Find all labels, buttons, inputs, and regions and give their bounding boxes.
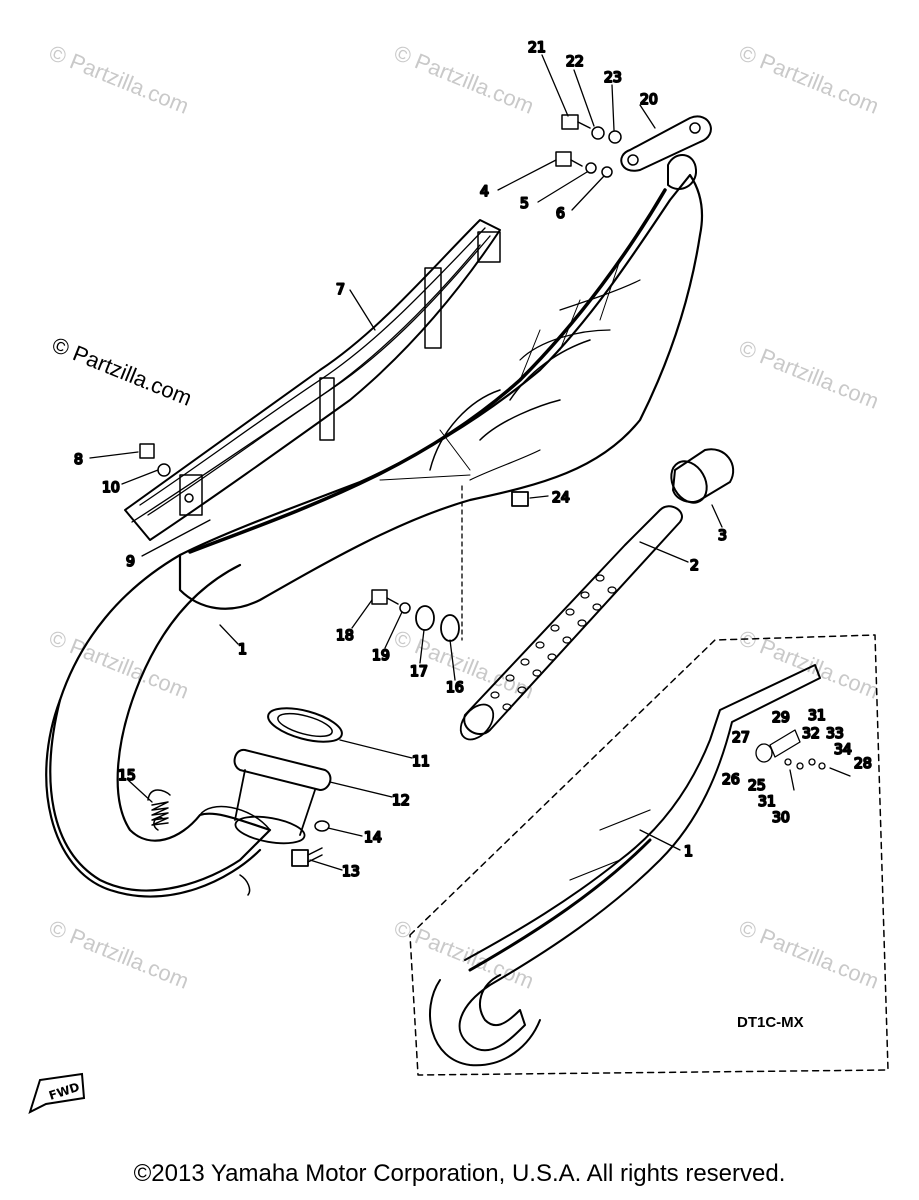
bracket [620, 115, 712, 172]
callout-28: 28 [854, 756, 872, 772]
callout-4: 4 [480, 184, 489, 200]
callout-31: 31 [808, 708, 826, 724]
bolt-13 [291, 847, 323, 867]
callout-29: 29 [772, 710, 790, 726]
callout-2: 2 [690, 558, 699, 574]
callout-19: 19 [372, 648, 390, 664]
callout-5: 5 [520, 196, 529, 212]
gasket-11-inner [277, 712, 333, 738]
expansion-chamber [45, 553, 272, 898]
callout-11: 11 [412, 754, 430, 770]
baffle-tube [459, 505, 683, 741]
callout-1: 1 [238, 642, 247, 658]
callout-12: 12 [392, 793, 410, 809]
bolt-8 [139, 443, 155, 459]
callout-15: 15 [118, 768, 136, 784]
forward-arrow-icon: FWD [26, 1068, 88, 1121]
callout-32: 32 [802, 726, 820, 742]
muffler-body [178, 173, 704, 610]
washer-5 [585, 162, 597, 174]
callout-31b: 31 [758, 794, 776, 810]
callout-17: 17 [410, 664, 428, 680]
callout-22: 22 [566, 54, 584, 70]
variant-chamber [429, 664, 821, 1067]
washer-17 [415, 605, 435, 631]
washer-10 [157, 463, 171, 477]
bolt-21 [561, 114, 591, 130]
callout-10: 10 [102, 480, 120, 496]
washer-23 [608, 130, 622, 144]
callout-30: 30 [772, 810, 790, 826]
leader-lines [89, 54, 723, 871]
copyright-notice: ©2013 Yamaha Motor Corporation, U.S.A. A… [133, 1160, 786, 1187]
sleeve [670, 448, 735, 504]
callout-1b: 1 [684, 844, 693, 860]
bolt-4 [555, 151, 583, 167]
callout-3: 3 [718, 528, 727, 544]
callout-34: 34 [834, 742, 852, 758]
callout-23: 23 [604, 70, 622, 86]
callout-33: 33 [826, 726, 844, 742]
washer-19 [399, 602, 411, 614]
callout-8: 8 [74, 452, 83, 468]
gasket-11 [267, 707, 343, 743]
callout-7: 7 [336, 282, 345, 298]
callout-25: 25 [748, 778, 766, 794]
bolt-18 [371, 589, 399, 605]
variant-hardware [755, 729, 851, 791]
callout-14: 14 [364, 830, 382, 846]
callout-27: 27 [732, 730, 750, 746]
callout-20: 20 [640, 92, 658, 108]
nut-24 [511, 491, 529, 507]
callout-6: 6 [556, 206, 565, 222]
callout-21: 21 [528, 40, 546, 56]
callout-26: 26 [722, 772, 740, 788]
callout-18: 18 [336, 628, 354, 644]
flange-12 [233, 748, 332, 845]
washer-22 [591, 126, 605, 140]
variant-box [409, 634, 889, 1076]
callout-13: 13 [342, 864, 360, 880]
washer-6 [601, 166, 613, 178]
callout-16: 16 [446, 680, 464, 696]
model-label: DT1C-MX [737, 1014, 804, 1031]
spring-15 [147, 789, 171, 831]
gasket-16 [440, 614, 460, 642]
washer-14 [314, 820, 330, 832]
callout-labels: 21 22 23 20 4 5 6 7 8 10 9 24 3 2 1 18 1… [73, 39, 873, 881]
muffler-mount [667, 154, 698, 190]
heat-guard [124, 219, 501, 541]
callout-24: 24 [552, 490, 570, 506]
callout-9: 9 [126, 554, 135, 570]
